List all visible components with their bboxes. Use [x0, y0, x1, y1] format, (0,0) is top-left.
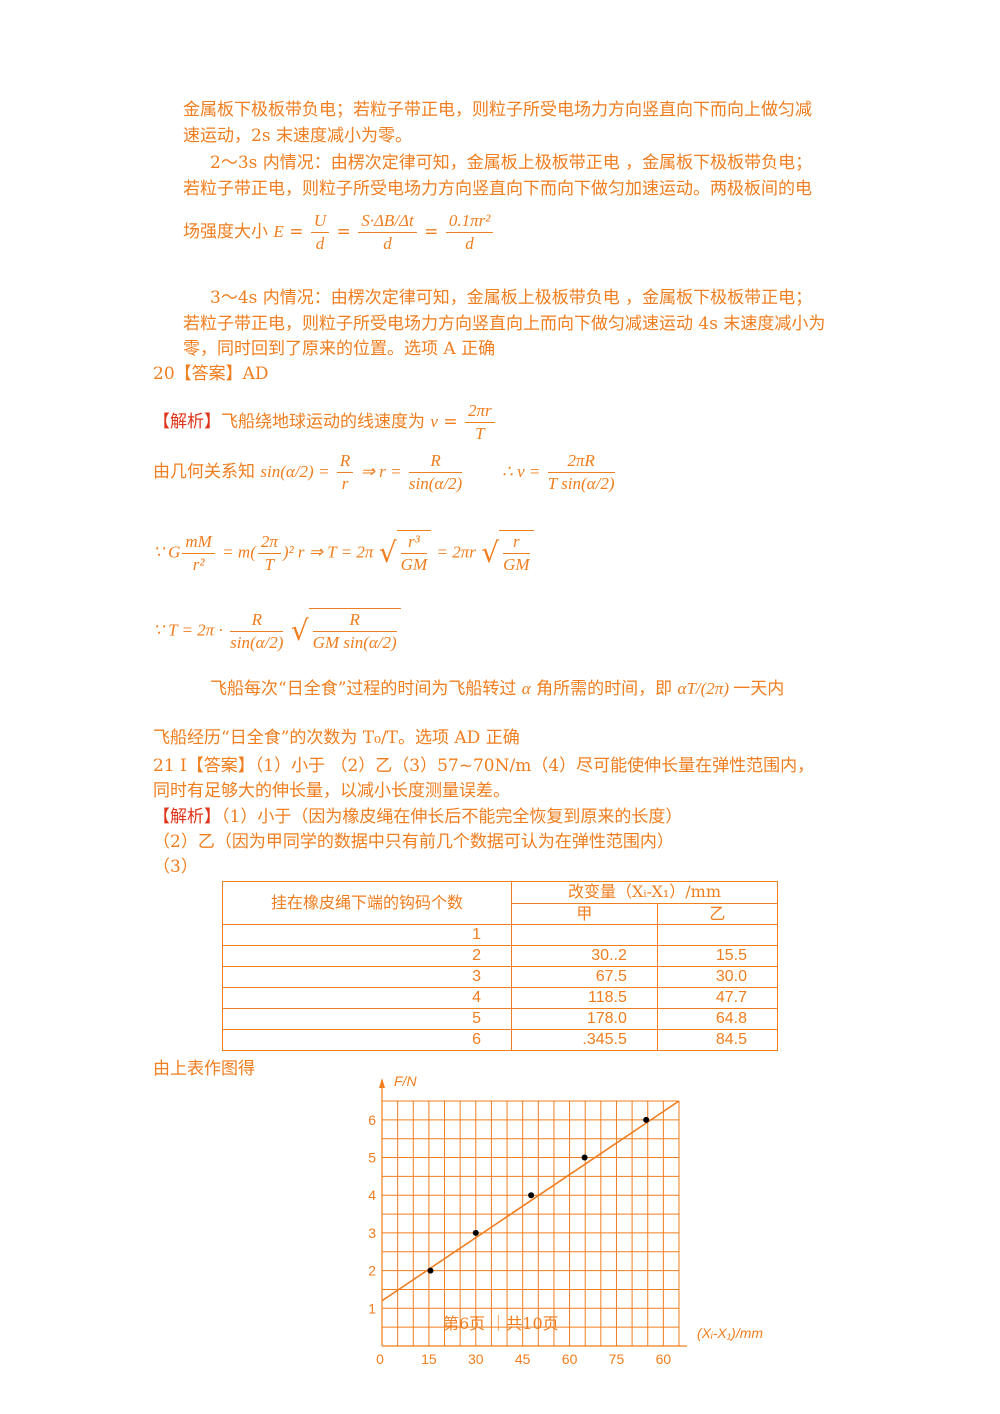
y-tick-label: 3 [368, 1225, 376, 1241]
data-point [528, 1192, 535, 1199]
fit-line [381, 1100, 680, 1302]
data-point [472, 1229, 479, 1236]
data-point [581, 1154, 588, 1161]
x-tick-label: 75 [609, 1351, 625, 1367]
text-line: 金属板下极板带负电；若粒子带正电，则粒子所受电场力方向竖直向下而向上做匀减 [183, 100, 812, 120]
y-axis-label: F/N [394, 1073, 417, 1089]
analysis-21: 【解析】（1）小于（因为橡皮绳在伸长后不能完全恢复到原来的长度） [153, 807, 683, 827]
text-line: 3～4s 内情况：由楞次定律可知，金属板上极板带负电 ，金属板下极板带正电； [210, 288, 813, 308]
x-tick-label: 60 [562, 1351, 578, 1367]
x-tick-label: 30 [468, 1351, 484, 1367]
table-subheader: 乙 [656, 902, 779, 925]
table-row: 1 [222, 924, 779, 946]
data-point [427, 1267, 434, 1274]
text-line: 由上表作图得 [153, 1059, 255, 1079]
text-line: 2～3s 内情况：由楞次定律可知，金属板上极板带正电 ，金属板下极板带负电； [210, 153, 813, 173]
x-axis-label: (Xᵢ-X₁)/mm [697, 1325, 763, 1341]
text-line: 飞船每次“日全食”过程的时间为飞船转过 α 角所需的时间，即 αT/(2π) 一… [210, 679, 785, 699]
text-line: 若粒子带正电，则粒子所受电场力方向竖直向上而向下做匀减速运动 4s 末速度减小为 [183, 314, 826, 334]
x-tick-label: 15 [421, 1351, 437, 1367]
y-tick-label: 1 [368, 1300, 376, 1316]
answer-20: 20【答案】AD [153, 364, 269, 384]
x-tick-label: 60 [656, 1351, 672, 1367]
x-tick-label: 0 [376, 1351, 384, 1367]
x-tick-label: 45 [515, 1351, 531, 1367]
text-line: 同时有足够大的伸长量，以减小长度测量误差。 [153, 781, 510, 801]
answer-21: 21 Ⅰ【答案】（1）小于 （2）乙（3）57~70N/m（4）尽可能使伸长量在… [153, 756, 815, 776]
y-tick-label: 5 [368, 1150, 376, 1166]
y-tick-label: 6 [368, 1112, 376, 1128]
text-line: 零，同时回到了原来的位置。选项 A 正确 [183, 339, 496, 359]
page-number: 第6页 ｜共10页 [443, 1314, 559, 1333]
text-line: （2）乙（因为甲同学的数据中只有前几个数据可认为在弹性范围内） [153, 832, 674, 852]
table-header: 改变量（Xᵢ-X₁）/mm [511, 881, 778, 904]
y-tick-label: 4 [368, 1187, 376, 1203]
text-line: 若粒子带正电，则粒子所受电场力方向竖直向下而向下做匀加速运动。两极板间的电 [183, 179, 812, 199]
text-line: （3） [153, 857, 198, 877]
text-line: 飞船经历“日全食”的次数为 T₀/T。选项 AD 正确 [153, 728, 520, 748]
data-point [643, 1116, 650, 1123]
text-line: 速运动，2s 末速度减小为零。 [183, 126, 412, 146]
y-axis-arrow [379, 1078, 385, 1088]
y-tick-label: 2 [368, 1263, 376, 1279]
table-header: 挂在橡皮绳下端的钩码个数 [222, 881, 512, 925]
table-subheader: 甲 [511, 902, 658, 925]
